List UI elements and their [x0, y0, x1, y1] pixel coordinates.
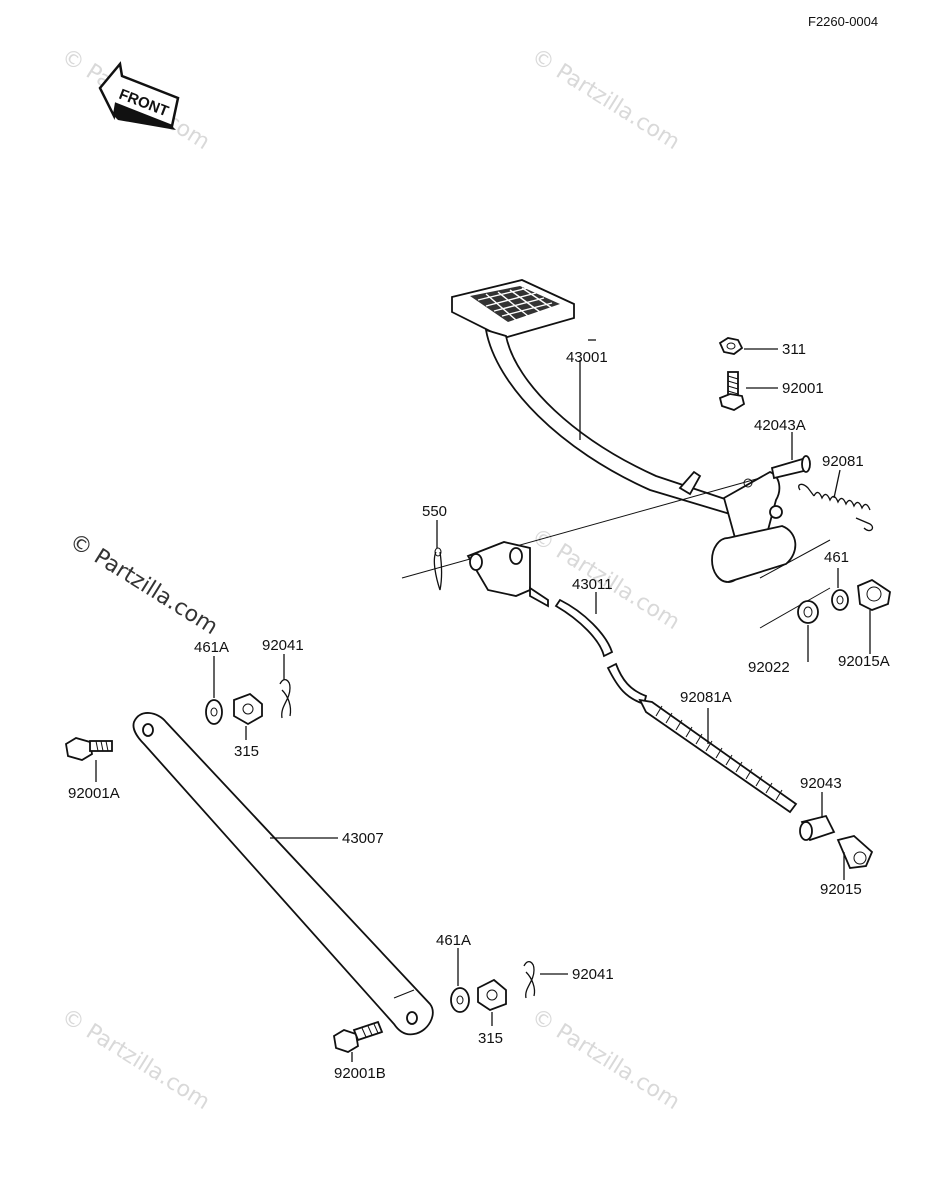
- watermark-4: © Partzilla.com: [57, 1004, 214, 1115]
- label-461: 461: [824, 549, 849, 566]
- watermark-dark: © Partzilla.com: [65, 529, 222, 640]
- bolt-92001B-icon: [333, 1020, 384, 1062]
- label-92001: 92001: [782, 380, 824, 397]
- washer-461A-top-icon: [205, 656, 223, 725]
- pin-42043A-icon: [770, 432, 811, 480]
- front-arrow-icon: FRONT: [98, 61, 180, 130]
- label-311: 311: [782, 341, 806, 358]
- label-92041-bottom: 92041: [572, 966, 614, 983]
- bolt-92001-icon: [718, 371, 778, 411]
- label-315-bottom: 315: [478, 1030, 503, 1047]
- nut-315-top-icon: [233, 692, 263, 740]
- diagram-code: F2260-0004: [808, 14, 878, 29]
- nut-92015A-icon: [857, 578, 891, 654]
- bolt-92001A-icon: [65, 737, 113, 782]
- nut-315-bottom-icon: [477, 978, 507, 1026]
- label-43011: 43011: [572, 576, 613, 593]
- label-92001A: 92001A: [68, 785, 120, 802]
- label-92015A: 92015A: [838, 653, 890, 670]
- label-461A-top: 461A: [194, 639, 229, 656]
- label-92043: 92043: [800, 775, 842, 792]
- label-92081A: 92081A: [680, 689, 732, 706]
- nut-311-icon: [718, 337, 778, 355]
- label-92022: 92022: [748, 659, 790, 676]
- clip-92041-top-icon: [279, 654, 292, 719]
- label-315-top: 315: [234, 743, 259, 760]
- washer-92022-icon: [797, 600, 819, 662]
- label-92041-top: 92041: [262, 637, 304, 654]
- clip-92041-bottom-icon: [523, 961, 568, 999]
- label-550: 550: [422, 503, 447, 520]
- clevis-rod-43011: [401, 477, 831, 706]
- washer-461A-bottom-icon: [450, 948, 470, 1013]
- brake-pedal: [451, 279, 797, 583]
- washer-461-icon: [831, 568, 849, 611]
- link-bar-43007: [132, 712, 434, 1036]
- label-92015: 92015: [820, 881, 862, 898]
- nut-92015-icon: [836, 835, 874, 880]
- label-92001B: 92001B: [334, 1065, 386, 1082]
- label-43001: 43001: [566, 349, 608, 366]
- watermark-5: © Partzilla.com: [527, 1004, 684, 1115]
- label-461A-bottom: 461A: [436, 932, 471, 949]
- cotter-pin-550-icon: [433, 520, 443, 591]
- watermark-2: © Partzilla.com: [527, 44, 684, 155]
- spring-92081-icon: [798, 469, 874, 532]
- label-92081: 92081: [822, 453, 864, 470]
- collar-92043-icon: [799, 792, 836, 842]
- label-42043A: 42043A: [754, 417, 806, 434]
- threaded-rod-92081A-icon: [638, 698, 798, 814]
- label-43007: 43007: [342, 830, 384, 847]
